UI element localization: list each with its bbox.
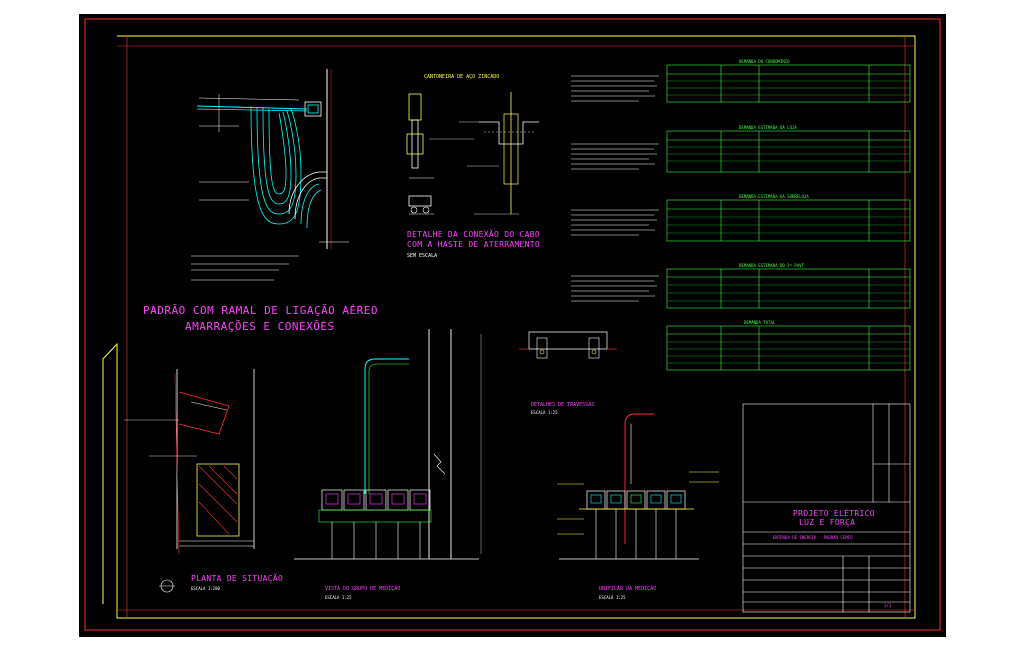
- vista-title: VISTA DO GRUPO DE MEDIÇÃO: [325, 586, 401, 592]
- travessas-scale: ESCALA 1:25: [531, 410, 558, 415]
- project-subtitle: ENTRADA DE ENERGIA - PADRÃO CEMIG: [773, 535, 853, 540]
- vista-medicao: [294, 329, 482, 560]
- project-title-line2: LUZ E FORÇA: [799, 518, 856, 527]
- drawing-sheet: PADRÃO COM RAMAL DE LIGAÇÃO AÉREO AMARRA…: [79, 14, 946, 637]
- inner-border: [102, 35, 916, 619]
- table-loja-title: DEMANDA ESTIMADA DA LOJA: [739, 125, 797, 130]
- detail-title-line2: COM A HASTE DE ATERRAMENTO: [407, 240, 541, 249]
- drawing-canvas: [84, 18, 941, 631]
- detail-title-line1: DETALHE DA CONEXÃO DO CABO: [407, 230, 541, 239]
- table-total-title: DEMANDA TOTAL: [744, 320, 776, 325]
- load-calculations: [571, 75, 659, 302]
- planta-title: PLANTA DE SITUAÇÃO: [191, 574, 284, 583]
- planta-scale: ESCALA 1:200: [191, 586, 220, 591]
- travessas-title: DETALHES DE TRAVESSAS: [531, 402, 595, 408]
- main-title-line2: AMARRAÇÕES E CONEXÕES: [185, 320, 335, 333]
- unifilar-scale: ESCALA 1:25: [599, 595, 626, 600]
- table-condominio-title: DEMANDA DO CONDOMÍNIO: [739, 59, 790, 64]
- travessas-detail: [519, 331, 617, 359]
- outer-border: [84, 18, 941, 631]
- sheet-number: 1/1: [884, 603, 892, 608]
- demand-tables: [666, 64, 911, 371]
- project-title-line1: PROJETO ELÉTRICO: [793, 509, 875, 518]
- ramal-detail: [191, 69, 349, 281]
- cantoneira-detail: [406, 92, 539, 215]
- unifilar-medicao: [557, 413, 719, 560]
- cantoneira-title: CANTONEIRA DE AÇO ZINCADO: [424, 74, 500, 80]
- vista-scale: ESCALA 1:25: [325, 595, 352, 600]
- main-title-line1: PADRÃO COM RAMAL DE LIGAÇÃO AÉREO: [143, 304, 379, 317]
- sem-escala-label: SEM ESCALA: [407, 253, 438, 259]
- unifilar-title: UNIFILAR DA MEDIÇÃO: [599, 586, 657, 592]
- title-block: [742, 403, 911, 613]
- table-pavimento-title: DEMANDA ESTIMADA DO 2º PAVT: [739, 263, 805, 268]
- table-sobreloja-title: DEMANDA ESTIMADA DA SOBRELOJA: [739, 194, 809, 199]
- planta-detail: [124, 369, 255, 593]
